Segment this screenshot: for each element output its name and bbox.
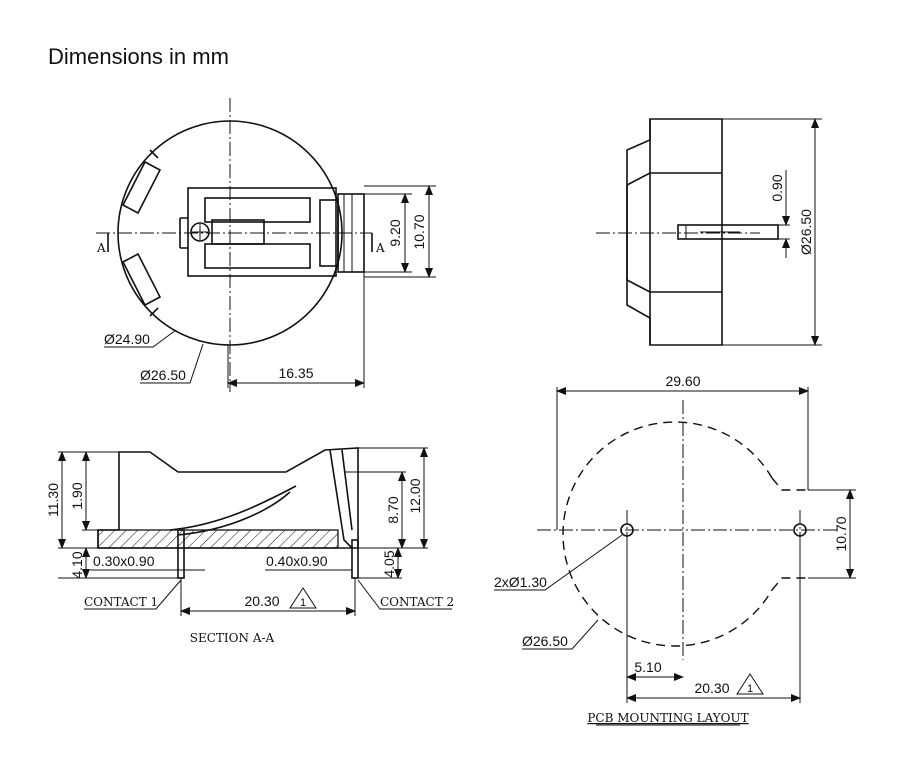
dim-sec-h-total: 11.30 xyxy=(45,483,61,517)
note-number: 1 xyxy=(300,597,306,609)
section-view: 11.30 1.90 4.10 0.30x0.90 0.40x0.90 8.70… xyxy=(45,447,454,645)
dim-side-pin: 0.90 xyxy=(769,174,785,201)
note-triangle-icon xyxy=(289,587,317,609)
dim-pcb-offset: 5.10 xyxy=(634,659,661,675)
section-caption: SECTION A-A xyxy=(190,631,275,645)
dim-pcb-height: 10.70 xyxy=(833,516,849,551)
dim-sec-pin2: 0.40x0.90 xyxy=(266,553,328,569)
pcb-caption: PCB MOUNTING LAYOUT xyxy=(587,711,748,725)
top-view: 16.35 9.20 10.70 A A Ø24.90 Ø26.50 xyxy=(96,98,436,392)
note-triangle-icon xyxy=(736,673,764,695)
dim-pcb-width: 29.60 xyxy=(665,373,700,389)
dim-top-dia-outer: Ø26.50 xyxy=(140,367,186,383)
section-base-hatch xyxy=(97,529,339,549)
section-mark-right: A xyxy=(375,241,385,255)
dim-sec-h-right: 12.00 xyxy=(407,478,423,513)
dim-sec-span: 20.30 xyxy=(244,593,279,609)
dim-sec-h-below: 4.10 xyxy=(69,551,85,578)
label-contact-1: CONTACT 1 xyxy=(84,595,158,609)
dim-pcb-holes: 2xØ1.30 xyxy=(494,574,547,590)
dim-sec-h-right-below: 4.05 xyxy=(381,550,397,577)
note-number: 1 xyxy=(747,683,753,695)
dim-sec-pin1: 0.30x0.90 xyxy=(93,553,155,569)
section-mark-left: A xyxy=(96,241,106,255)
dim-side-dia: Ø26.50 xyxy=(798,209,814,255)
pcb-layout: 29.60 10.70 2xØ1.30 Ø26.50 5.10 20.30 1 … xyxy=(494,373,856,726)
label-contact-2: CONTACT 2 xyxy=(380,595,454,609)
dim-top-h-outer: 10.70 xyxy=(411,214,427,249)
dim-top-h-inner: 9.20 xyxy=(387,219,403,246)
side-view: 0.90 Ø26.50 xyxy=(596,118,822,346)
dim-pcb-span: 20.30 xyxy=(694,680,729,696)
pcb-outline-circle xyxy=(562,421,773,647)
page-title: Dimensions in mm xyxy=(48,44,229,69)
dim-sec-h-contact: 8.70 xyxy=(385,496,401,523)
dim-top-width: 16.35 xyxy=(278,365,313,381)
dim-sec-h-base: 1.90 xyxy=(69,482,85,509)
dim-pcb-dia: Ø26.50 xyxy=(522,633,568,649)
dim-top-dia-inner: Ø24.90 xyxy=(104,331,150,347)
